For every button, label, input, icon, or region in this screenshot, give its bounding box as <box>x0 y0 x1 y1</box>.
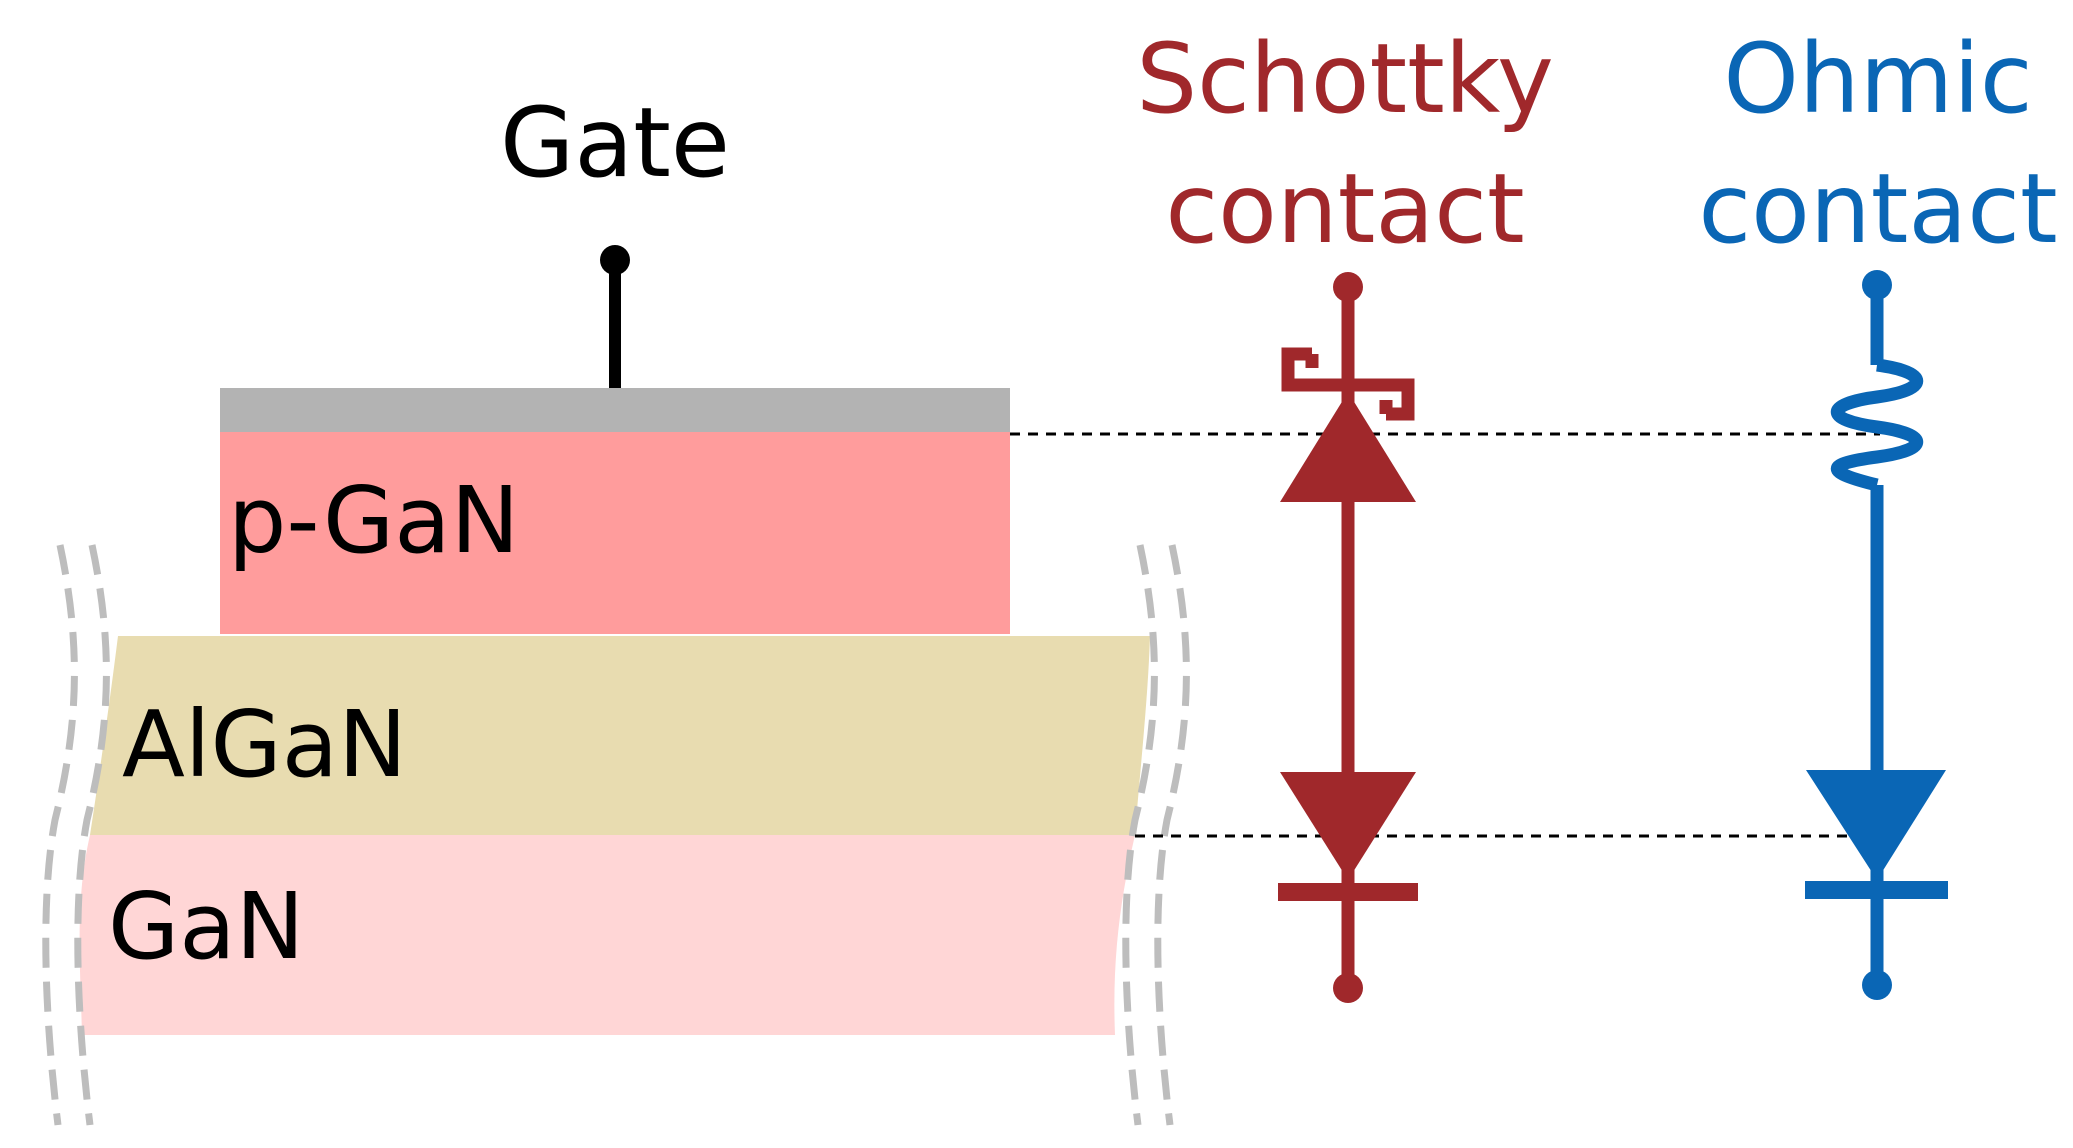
algan-label: AlGaN <box>122 691 407 798</box>
wavy-break-markers <box>42 544 1190 1126</box>
right-break-line-2 <box>1154 544 1190 1126</box>
ohmic-bottom-terminal-dot <box>1862 970 1892 1000</box>
schottky-bottom-terminal-dot <box>1333 973 1363 1003</box>
guide-lines <box>1010 432 1880 838</box>
ohmic-title-line2: contact <box>1698 153 2057 265</box>
gan-layer <box>79 835 1135 1035</box>
schottky-diode-bar-icon <box>1281 347 1415 421</box>
ohmic-diode-triangle-icon <box>1806 770 1946 880</box>
schottky-title-line2: contact <box>1165 153 1524 265</box>
ohmic-title-line1: Ohmic <box>1723 23 2032 135</box>
gate-terminal-dot <box>600 245 630 275</box>
left-break-line-2 <box>74 544 110 1126</box>
p-gan-label: p-GaN <box>228 467 519 574</box>
gan-label: GaN <box>108 873 305 980</box>
gate-label: Gate <box>500 87 730 199</box>
right-break-line-1 <box>1122 544 1158 1126</box>
ohmic-contact-circuit: Ohmic contact <box>1698 23 2058 1000</box>
p-gan-layer <box>220 432 1010 634</box>
resistor-icon <box>1830 358 1924 492</box>
left-break-line-1 <box>42 544 78 1126</box>
layer-stack <box>79 388 1150 1035</box>
schottky-diode-down-triangle-icon <box>1280 772 1416 880</box>
schottky-title-line1: Schottky <box>1136 23 1554 135</box>
schottky-contact-circuit: Schottky contact <box>1136 23 1554 1003</box>
gate-terminal: Gate <box>500 87 730 388</box>
schottky-diode-up-triangle-icon <box>1280 392 1416 502</box>
algan-layer <box>90 636 1150 835</box>
gate-metal <box>220 388 1010 432</box>
